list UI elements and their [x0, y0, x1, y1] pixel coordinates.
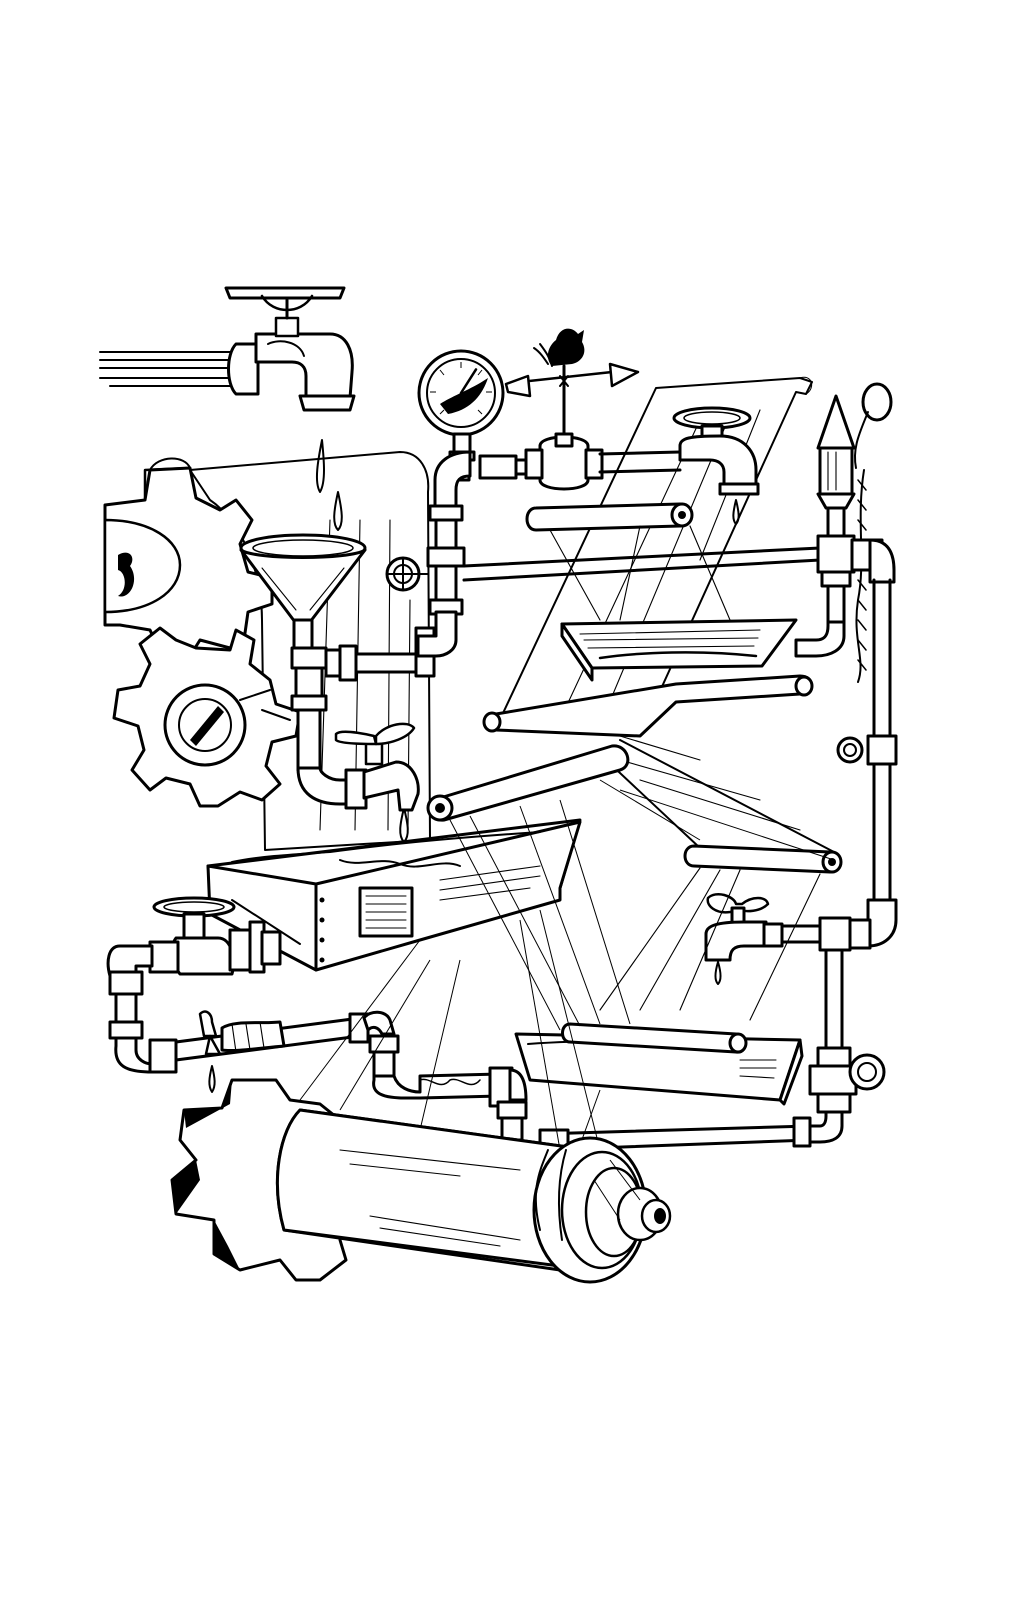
- gauge-ticks: [430, 362, 492, 415]
- funnel: [239, 533, 367, 652]
- gauge-needle: [459, 368, 478, 395]
- water-drops: [208, 439, 740, 1093]
- central-tank: [206, 744, 630, 972]
- bottom-roller-gear: [170, 1078, 672, 1284]
- small-gear-left: [112, 626, 302, 808]
- pressure-gauge: [417, 349, 505, 462]
- weather-vane: [504, 328, 682, 491]
- right-lower-faucet: [538, 893, 886, 1158]
- lower-right-roller-tray: [514, 844, 843, 1106]
- top-left-valve-pipe: [99, 286, 356, 412]
- bottom-left-valve-pipes: [106, 896, 370, 1074]
- large-gear-top-left: [103, 457, 274, 658]
- middle-sheet-rollers: [482, 674, 835, 853]
- top-right-faucet: [672, 406, 760, 496]
- gauge-pipe-network: [385, 450, 822, 658]
- upper-roller-tray: [525, 502, 798, 682]
- paper-strands: [299, 779, 835, 1201]
